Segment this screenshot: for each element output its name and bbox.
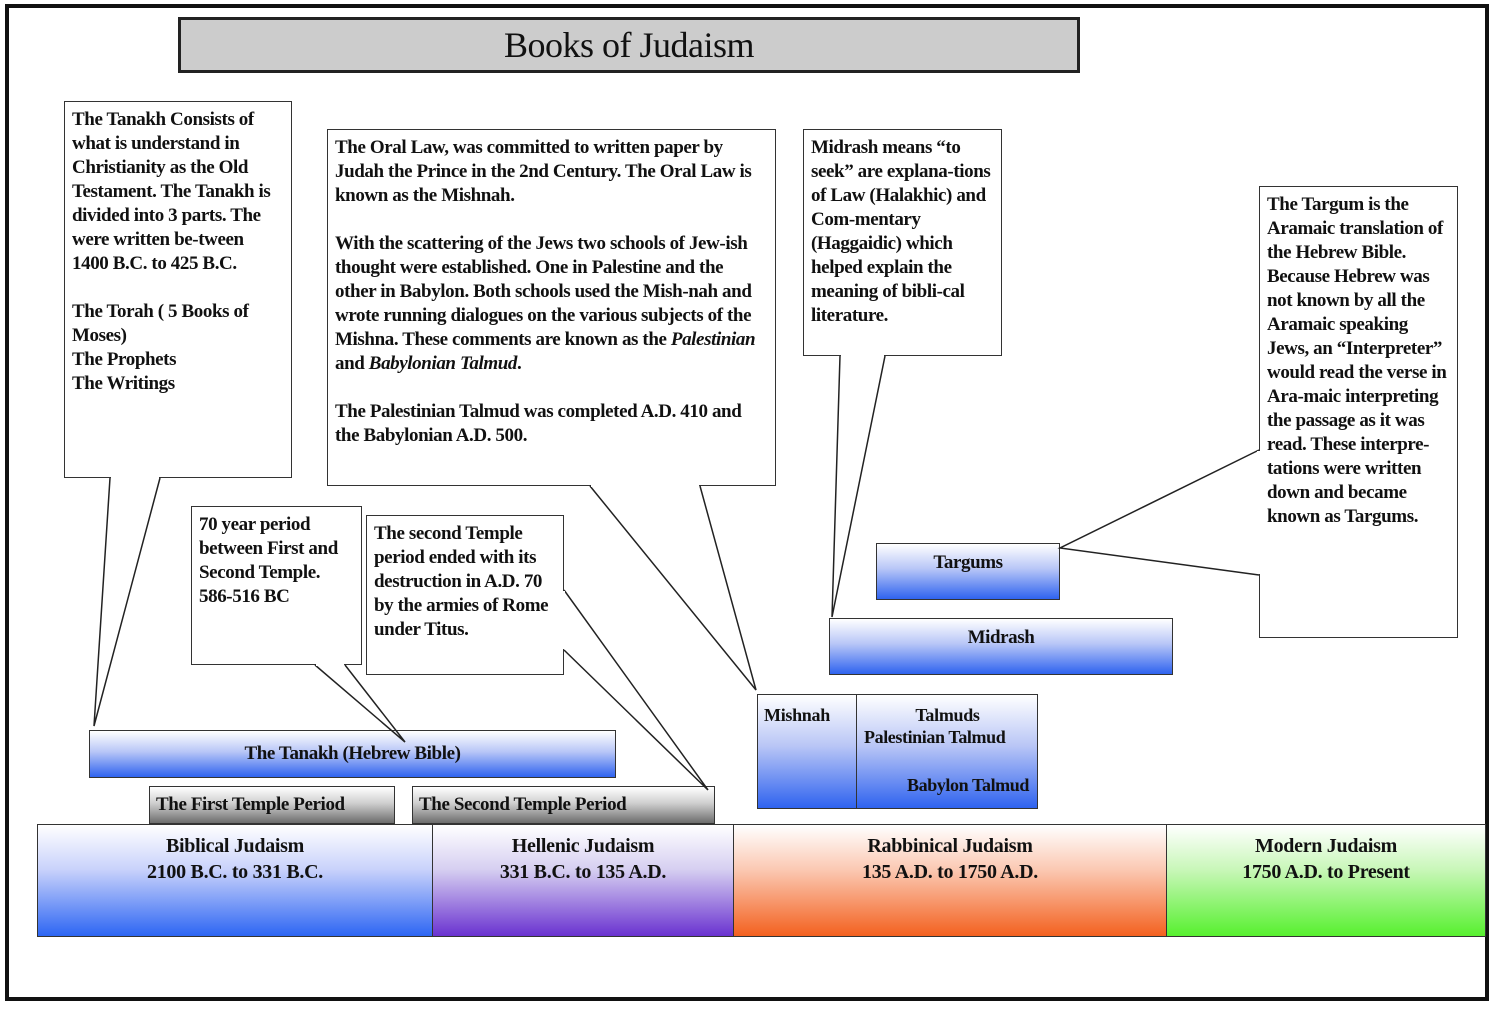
era-name: Modern Judaism bbox=[1255, 835, 1397, 857]
palestinian-talmud-label: Palestinian Talmud bbox=[864, 727, 1006, 747]
era-name: Rabbinical Judaism bbox=[867, 835, 1033, 857]
bar-targums-label: Targums bbox=[933, 552, 1003, 573]
bar-first-temple-label: The First Temple Period bbox=[156, 794, 345, 815]
babylon-talmud-label: Babylon Talmud bbox=[907, 775, 1029, 795]
era-dates: 135 A.D. to 1750 A.D. bbox=[862, 861, 1038, 883]
callout-second-temple: The second Temple period ended with its … bbox=[366, 515, 564, 675]
seventy-years-text: 70 year period between First and Second … bbox=[199, 514, 338, 607]
oral-law-paragraph-2: With the scattering of the Jews two scho… bbox=[335, 232, 768, 376]
bar-midrash: Midrash bbox=[829, 618, 1173, 675]
bar-first-temple: The First Temple Period bbox=[149, 786, 395, 824]
bar-tanakh-label: The Tanakh (Hebrew Bible) bbox=[244, 743, 461, 764]
callout-tanakh-paragraph: The Tanakh Consists of what is understan… bbox=[72, 109, 271, 274]
callout-oral-law: The Oral Law, was committed to written p… bbox=[327, 129, 776, 486]
callout-tanakh-parts: The Torah ( 5 Books of Moses) The Prophe… bbox=[72, 301, 249, 394]
bar-mishnah-label: Mishnah bbox=[764, 705, 830, 725]
bar-midrash-label: Midrash bbox=[967, 627, 1035, 648]
mishnah-talmud-divider bbox=[856, 695, 857, 808]
era-rabbinical-judaism: Rabbinical Judaism 135 A.D. to 1750 A.D. bbox=[733, 824, 1167, 937]
diagram-frame bbox=[5, 4, 1489, 1001]
era-hellenic-judaism: Hellenic Judaism 331 B.C. to 135 A.D. bbox=[432, 824, 734, 937]
title-text: Books of Judaism bbox=[503, 25, 755, 65]
oral-law-paragraph-1: The Oral Law, was committed to written p… bbox=[335, 137, 752, 206]
callout-tanakh: The Tanakh Consists of what is understan… bbox=[64, 101, 292, 478]
era-dates: 1750 A.D. to Present bbox=[1242, 861, 1410, 883]
oral-law-p2-text: With the scattering of the Jews two scho… bbox=[335, 233, 752, 350]
callout-midrash: Midrash means “to seek” are explana-tion… bbox=[803, 129, 1002, 356]
era-modern-judaism: Modern Judaism 1750 A.D. to Present bbox=[1166, 824, 1486, 937]
era-name: Hellenic Judaism bbox=[511, 835, 655, 857]
targum-text: The Targum is the Aramaic translation of… bbox=[1267, 194, 1447, 527]
palestinian-italic: Palestinian bbox=[670, 329, 756, 350]
page-title: Books of Judaism bbox=[178, 17, 1080, 73]
era-dates: 2100 B.C. to 331 B.C. bbox=[147, 861, 323, 883]
oral-law-p2-end: . bbox=[517, 353, 522, 374]
second-temple-text: The second Temple period ended with its … bbox=[374, 523, 549, 640]
callout-seventy-years: 70 year period between First and Second … bbox=[191, 506, 362, 665]
callout-targum: The Targum is the Aramaic translation of… bbox=[1259, 186, 1458, 638]
era-dates: 331 B.C. to 135 A.D. bbox=[499, 861, 667, 883]
babylonian-talmud-italic: Babylonian Talmud bbox=[368, 353, 518, 374]
bar-second-temple-label: The Second Temple Period bbox=[419, 794, 627, 815]
oral-law-paragraph-3: The Palestinian Talmud was completed A.D… bbox=[335, 401, 742, 446]
midrash-text: Midrash means “to seek” are explana-tion… bbox=[811, 137, 991, 326]
oral-law-p2-and: and bbox=[335, 353, 369, 374]
bar-talmuds-heading: Talmuds bbox=[915, 705, 980, 725]
bar-mishnah-talmuds: Mishnah Talmuds Palestinian Talmud Babyl… bbox=[757, 694, 1038, 809]
era-name: Biblical Judaism bbox=[165, 835, 304, 857]
bar-targums: Targums bbox=[876, 543, 1060, 600]
bar-tanakh: The Tanakh (Hebrew Bible) bbox=[89, 730, 616, 778]
bar-second-temple: The Second Temple Period bbox=[412, 786, 715, 824]
era-biblical-judaism: Biblical Judaism 2100 B.C. to 331 B.C. bbox=[37, 824, 433, 937]
